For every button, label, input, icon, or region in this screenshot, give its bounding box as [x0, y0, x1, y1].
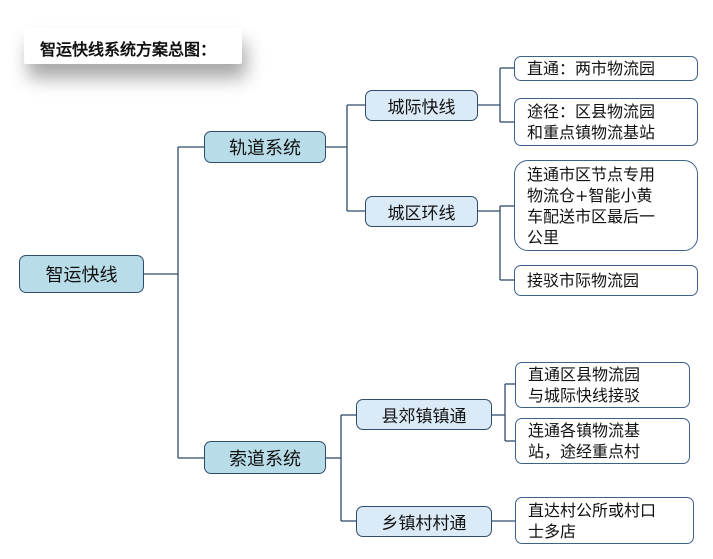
branch-label: 索道系统: [229, 448, 301, 470]
leaf-connect-town-stations: 连通各镇物流基 站，途经重点村: [515, 418, 690, 464]
sub-label: 城区环线: [387, 204, 456, 224]
branch-cable-system: 索道系统: [204, 441, 326, 474]
leaf-line: 物流仓+智能小黄: [527, 185, 653, 205]
sub-intercity-express: 城际快线: [365, 90, 478, 121]
leaf-line: 直通：两市物流园: [527, 59, 656, 78]
sub-urban-loop: 城区环线: [365, 196, 478, 227]
leaf-line: 连通各镇物流基: [528, 421, 641, 440]
leaf-line: 直达村公所或村口: [528, 500, 657, 520]
diagram-title: 智运快线系统方案总图：: [40, 40, 217, 59]
root-node-label: 智运快线: [45, 265, 118, 286]
sub-county-town-link: 县郊镇镇通: [356, 399, 492, 430]
leaf-line: 站，途经重点村: [528, 442, 641, 461]
leaf-intercity-park-transfer: 接驳市际物流园: [514, 265, 698, 296]
leaf-via-county-parks: 途径：区县物流园 和重点镇物流基站: [514, 98, 698, 146]
branch-label: 轨道系统: [229, 138, 301, 159]
leaf-urban-last-mile: 连通市区节点专用 物流仓+智能小黄 车配送市区最后一 公里: [514, 160, 698, 251]
leaf-line: 接驳市际物流园: [527, 271, 640, 290]
leaf-direct-city-parks: 直通：两市物流园: [514, 56, 698, 81]
sub-label: 乡镇村村通: [381, 514, 467, 534]
leaf-line: 和重点镇物流基站: [527, 123, 656, 142]
root-node: 智运快线: [19, 255, 144, 293]
branch-rail-system: 轨道系统: [204, 131, 326, 163]
leaf-line: 士多店: [528, 521, 577, 541]
sub-label: 城际快线: [387, 98, 456, 118]
title-box: 智运快线系统方案总图：: [24, 28, 242, 64]
sub-label: 县郊镇镇通: [381, 407, 467, 427]
leaf-line: 与城际快线接驳: [528, 386, 641, 405]
leaf-line: 连通市区节点专用: [527, 164, 656, 184]
sub-township-village-link: 乡镇村村通: [356, 506, 492, 537]
leaf-direct-village-office: 直达村公所或村口 士多店: [515, 497, 694, 544]
leaf-line: 直通区县物流园: [528, 365, 641, 384]
leaf-direct-county-park: 直通区县物流园 与城际快线接驳: [515, 362, 690, 408]
leaf-line: 公里: [527, 227, 560, 247]
leaf-line: 途径：区县物流园: [527, 102, 656, 121]
leaf-line: 车配送市区最后一: [527, 206, 656, 226]
